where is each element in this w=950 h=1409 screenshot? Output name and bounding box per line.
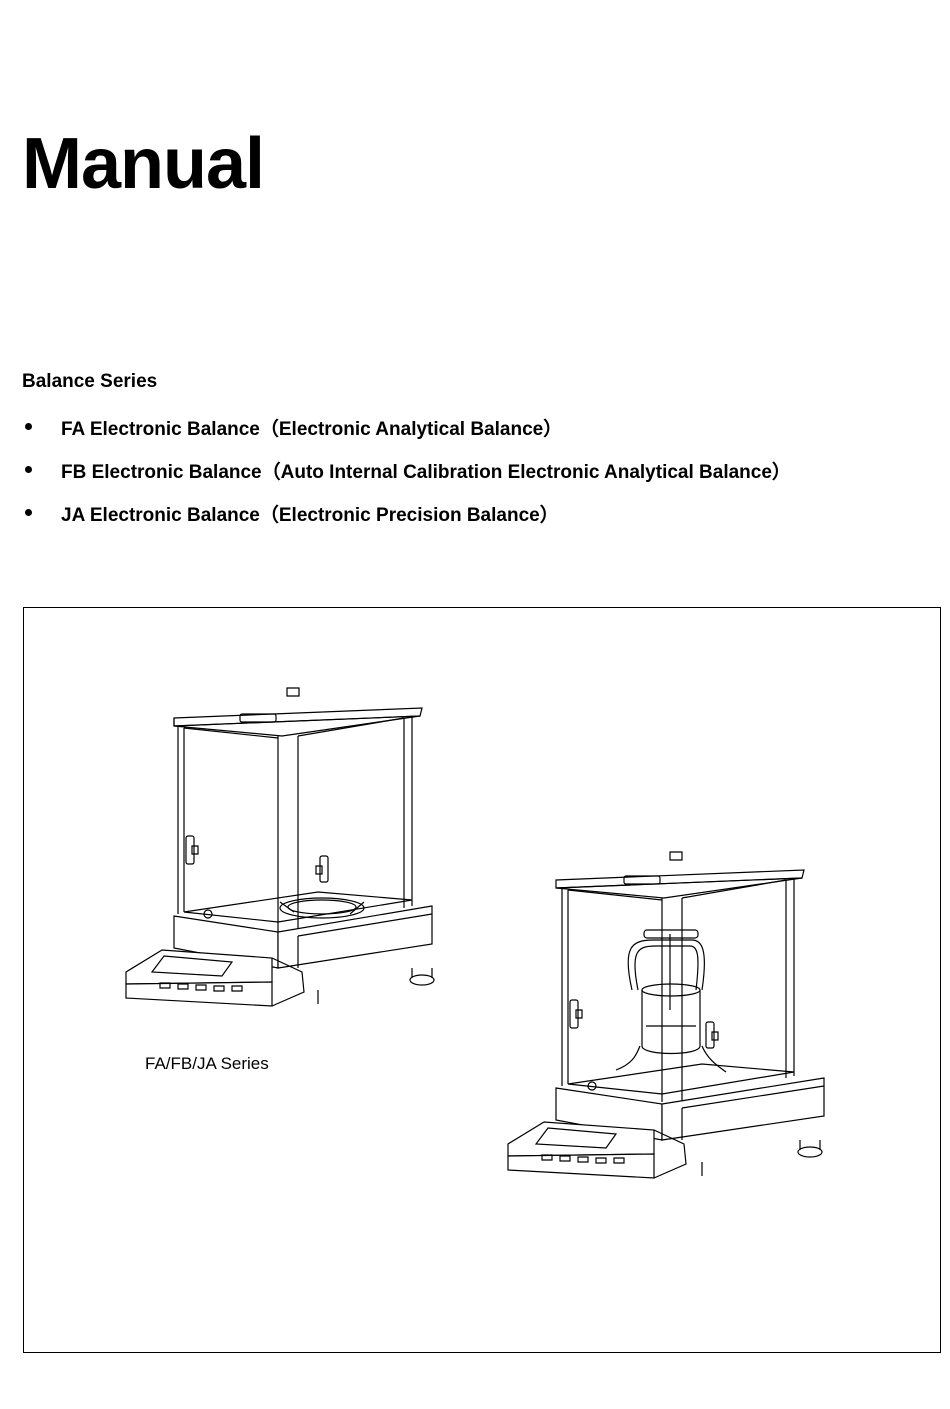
page-title: Manual: [22, 124, 265, 204]
list-item-label: JA Electronic Balance（Electronic Precisi…: [61, 505, 559, 526]
bullet-icon: [25, 466, 32, 473]
figure-frame: FA/FB/JA Series: [23, 607, 941, 1353]
list-item-label: FB Electronic Balance（Auto Internal Cali…: [61, 462, 791, 483]
list-item-label: FA Electronic Balance（Electronic Analyti…: [61, 419, 563, 440]
series-heading: Balance Series: [22, 371, 158, 392]
bullet-icon: [25, 509, 32, 516]
bullet-icon: [25, 423, 32, 430]
figure-caption: FA/FB/JA Series: [145, 1054, 269, 1073]
analytical-balance-drawing: [122, 686, 452, 1016]
density-balance-drawing: [504, 850, 834, 1195]
